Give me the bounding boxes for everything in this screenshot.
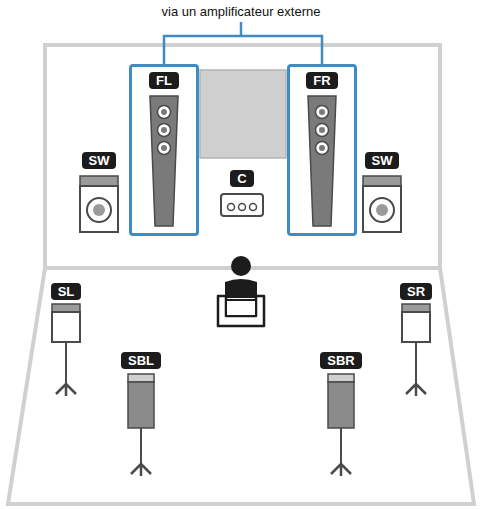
amplifier-note: via un amplificateur externe bbox=[159, 4, 324, 20]
channel-tag: SL bbox=[51, 283, 82, 300]
channel-tag: SBR bbox=[320, 352, 361, 369]
surround-back-left-speaker bbox=[128, 374, 154, 476]
subwoofer-right bbox=[363, 176, 401, 232]
center-speaker bbox=[221, 194, 263, 216]
subwoofer-left bbox=[80, 176, 118, 232]
front-left-speaker bbox=[150, 96, 178, 226]
channel-tag: SR bbox=[400, 283, 432, 300]
channel-tag: FR bbox=[306, 72, 337, 89]
bracket bbox=[164, 22, 322, 64]
channel-tag: SBL bbox=[121, 352, 161, 369]
channel-tag: C bbox=[230, 170, 253, 187]
amplified-speaker-box: FL bbox=[129, 64, 199, 236]
room-outline bbox=[8, 45, 474, 504]
listener bbox=[218, 256, 264, 326]
channel-tag: SW bbox=[365, 152, 400, 169]
channel-tag: FL bbox=[149, 72, 179, 89]
channel-tag: SW bbox=[82, 152, 117, 169]
amplified-speaker-box: FR bbox=[287, 64, 357, 236]
surround-right-speaker bbox=[402, 304, 430, 396]
surround-back-right-speaker bbox=[328, 374, 354, 476]
tv-screen bbox=[200, 70, 286, 158]
surround-left-speaker bbox=[52, 304, 80, 396]
front-right-speaker bbox=[308, 96, 336, 226]
